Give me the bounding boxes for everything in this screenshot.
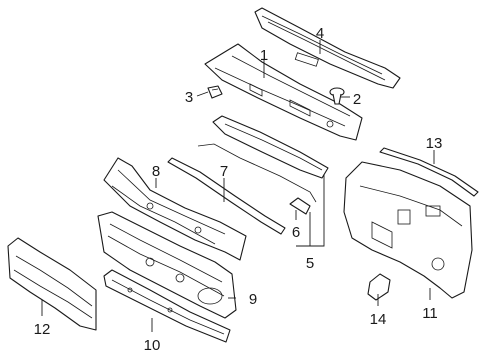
part-14-insulator-piece [367,273,391,301]
callout-3: 3 [185,89,193,106]
callout-5: 5 [306,255,314,272]
callout-2: 2 [353,91,361,108]
callout-13: 13 [426,135,443,152]
leader-lines [41,40,435,332]
callout-10: 10 [144,337,161,354]
callout-labels: 1 2 3 4 5 6 7 8 9 10 11 12 13 14 [34,25,443,354]
callout-14: 14 [370,311,387,328]
callout-12: 12 [34,321,51,338]
part-1-cowl-panel [204,43,363,141]
callout-11: 11 [422,305,438,322]
part-3-clip [207,85,223,99]
part-6-bracket [289,197,311,215]
part-10-cross-member [103,269,231,343]
part-8-upper-dash-panel [103,157,247,261]
callout-4: 4 [316,25,324,42]
part-2-retainer [329,87,345,105]
callout-7: 7 [220,163,228,180]
part-11-insulator [343,161,473,299]
callout-8: 8 [152,163,160,180]
callout-6: 6 [292,224,300,241]
callout-9: 9 [249,291,257,308]
part-12-side-panel [7,237,97,331]
callout-1: 1 [260,47,268,64]
part-7-brace-rod [167,157,286,235]
part-13-seal-strip [379,147,479,197]
part-9-lower-dash-panel [97,211,237,319]
part-5-reinforcement-bar [197,115,329,203]
